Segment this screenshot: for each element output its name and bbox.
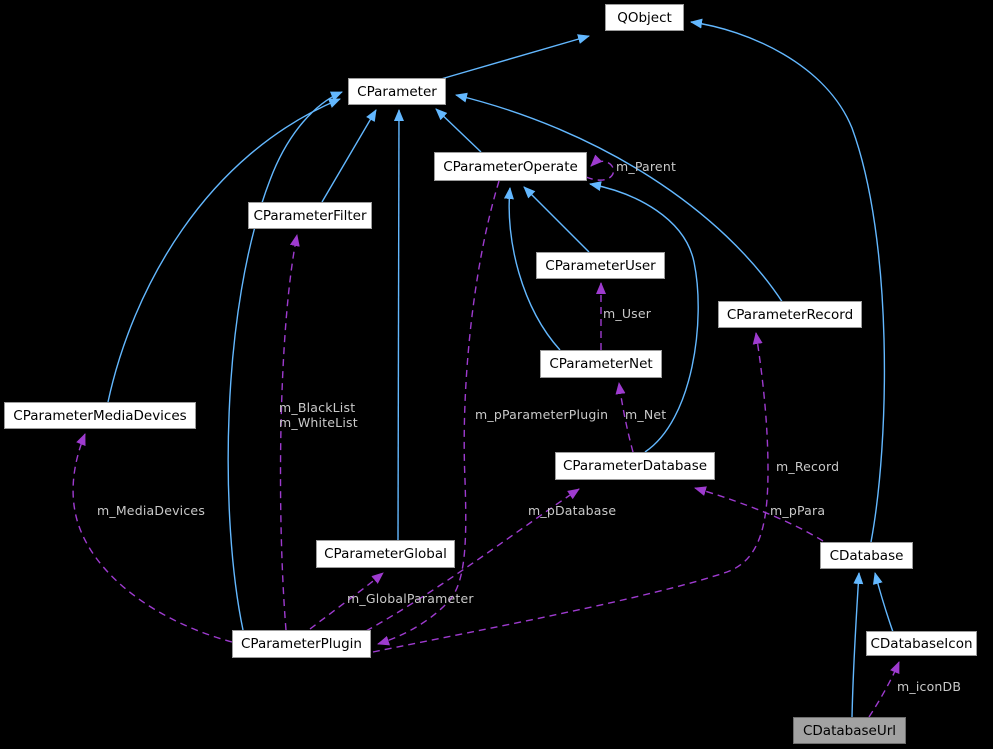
- edge-inherit-cdatabase-qobject: [690, 18, 886, 543]
- edge-inherit-user-operate: [523, 186, 590, 253]
- node-cparameter[interactable]: CParameter: [348, 78, 446, 105]
- node-cdatabaseurl-current: CDatabaseUrl: [793, 717, 906, 744]
- edge-label-m-user: m_User: [603, 306, 652, 321]
- node-cparameterfilter[interactable]: CParameterFilter: [248, 202, 372, 229]
- edge-inherit-icon-cdatabase: [872, 572, 894, 633]
- node-cparameterdatabase[interactable]: CParameterDatabase: [555, 452, 715, 480]
- edge-inherit-plugin-cparameter: [227, 91, 343, 631]
- node-cparametermediadevices[interactable]: CParameterMediaDevices: [4, 402, 196, 429]
- edge-inherit-mediadevices-cparameter: [107, 98, 341, 403]
- node-cdatabaseicon[interactable]: CDatabaseIcon: [866, 631, 977, 656]
- edge-inherit-net-operate: [503, 187, 561, 351]
- edge-label-m-pparameterplugin: m_pParameterPlugin: [475, 407, 609, 422]
- edge-inherit-operate-cparameter: [435, 108, 482, 153]
- edge-label-m-globalparameter: m_GlobalParameter: [347, 591, 474, 606]
- edge-usage-plugin-filter: [279, 234, 300, 631]
- edge-inherit-filter-cparameter: [321, 109, 377, 203]
- edge-label-m-icondb: m_iconDB: [897, 679, 962, 694]
- edge-inherit-database-operate: [589, 181, 699, 453]
- node-cparameteroperate[interactable]: CParameterOperate: [434, 152, 587, 181]
- node-cparameteruser[interactable]: CParameterUser: [536, 252, 665, 279]
- edge-inherit-global-cparameter: [393, 109, 404, 541]
- edge-usage-operate-self-m-parent: [585, 154, 615, 181]
- edge-usage-url-icon: [868, 661, 900, 718]
- edge-inherit-cparameter-qobject: [440, 34, 590, 80]
- edge-usage-cdatabase-database: [694, 486, 824, 542]
- edge-label-m-blacklist: m_BlackList: [279, 400, 356, 415]
- edge-label-m-mediadevices: m_MediaDevices: [97, 503, 206, 518]
- node-qobject[interactable]: QObject: [605, 4, 684, 31]
- node-cparameterglobal[interactable]: CParameterGlobal: [316, 540, 455, 568]
- edge-label-m-whitelist: m_WhiteList: [279, 415, 358, 430]
- node-cparameternet[interactable]: CParameterNet: [540, 350, 662, 378]
- edge-label-m-pdatabase: m_pDatabase: [528, 503, 617, 518]
- edge-label-m-parent: m_Parent: [616, 159, 677, 174]
- node-cparameterrecord[interactable]: CParameterRecord: [718, 301, 862, 328]
- edge-usage-operate-plugin: [377, 180, 500, 646]
- edge-label-m-net: m_Net: [625, 407, 667, 422]
- edge-label-m-ppara: m_pPara: [770, 503, 826, 518]
- node-cparameterplugin[interactable]: CParameterPlugin: [232, 630, 371, 658]
- edge-inherit-url-cdatabase: [851, 572, 864, 718]
- edge-label-m-record: m_Record: [776, 459, 840, 474]
- edge-usage-plugin-database: [365, 488, 580, 632]
- node-cdatabase[interactable]: CDatabase: [820, 542, 913, 569]
- edge-usage-database-net: [615, 382, 634, 453]
- edge-inherit-record-cparameter: [455, 92, 784, 304]
- edge-usage-plugin-mediadevices: [72, 433, 233, 643]
